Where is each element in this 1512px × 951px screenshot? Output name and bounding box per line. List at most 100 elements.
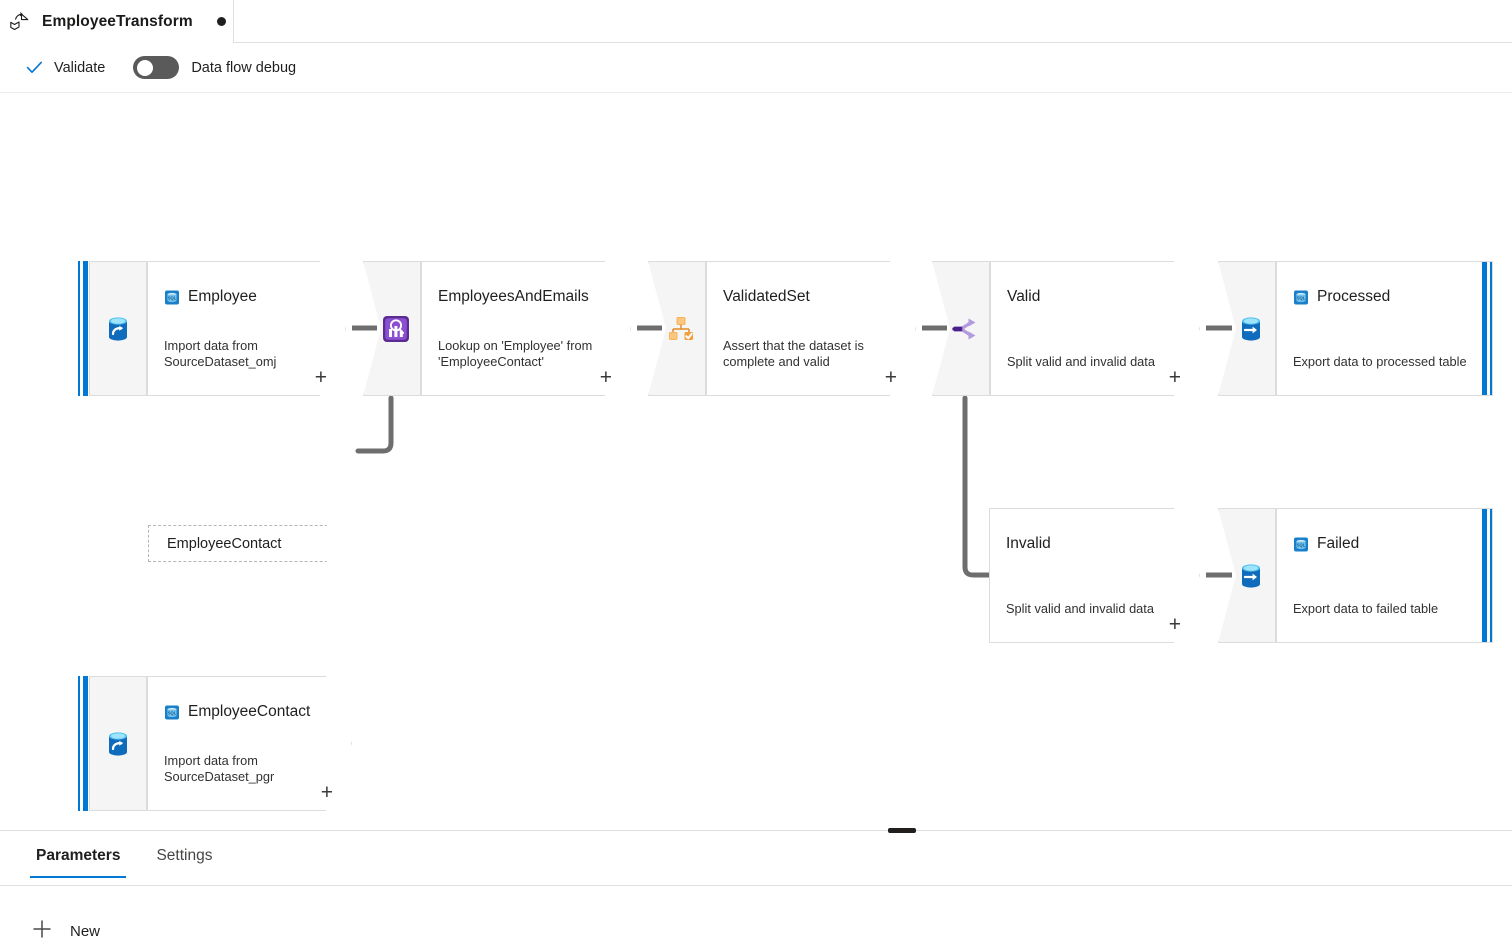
- sink-accent-bar: [1481, 262, 1492, 395]
- tab-parameters-label: Parameters: [36, 847, 121, 864]
- node-body: SQL Employee Import data from SourceData…: [147, 261, 346, 396]
- node-title-row: SQL Employee: [164, 288, 345, 306]
- add-transformation-button[interactable]: +: [1168, 613, 1181, 636]
- node-name: Invalid: [1006, 535, 1051, 552]
- source-accent-bar: [78, 676, 89, 811]
- data-flow-icon: [10, 11, 32, 33]
- node-name: Employee: [188, 288, 257, 305]
- node-failed-sink[interactable]: SQL Failed Export data to failed table: [1218, 508, 1493, 643]
- source-icon-panel: [89, 261, 147, 396]
- node-body: ValidatedSet Assert that the dataset is …: [706, 261, 916, 396]
- assert-icon: [666, 314, 696, 344]
- node-description: Lookup on 'Employee' from 'EmployeeConta…: [438, 338, 593, 369]
- sql-table-icon: SQL: [1293, 536, 1309, 553]
- command-bar: Validate Data flow debug: [0, 43, 1512, 93]
- svg-text:SQL: SQL: [168, 710, 177, 715]
- title-bar: EmployeeTransform: [0, 0, 1512, 43]
- panel-resize-handle[interactable]: [888, 828, 916, 833]
- transformation-icon-panel: [648, 261, 706, 396]
- sql-table-icon: SQL: [164, 704, 180, 721]
- data-flow-canvas[interactable]: SQL Employee Import data from SourceData…: [0, 93, 1512, 830]
- tab-strip-empty-area: [233, 0, 1512, 43]
- node-title-row: SQL EmployeeContact: [164, 703, 351, 721]
- sink-icon-panel: [1218, 508, 1276, 643]
- svg-text:SQL: SQL: [1297, 542, 1306, 547]
- node-description: Import data from SourceDataset_omj: [164, 338, 277, 369]
- node-validatedset-assert[interactable]: ValidatedSet Assert that the dataset is …: [648, 261, 916, 396]
- tab-strip: EmployeeTransform: [0, 0, 240, 43]
- node-name: Failed: [1317, 535, 1360, 552]
- node-employees-and-emails-lookup[interactable]: EmployeesAndEmails Lookup on 'Employee' …: [363, 261, 631, 396]
- transformation-icon-panel: [932, 261, 990, 396]
- database-export-icon: [1236, 314, 1266, 344]
- node-description: Export data to processed table: [1293, 353, 1467, 369]
- node-employee-source[interactable]: SQL Employee Import data from SourceData…: [78, 261, 346, 396]
- node-body: Invalid Split valid and invalid data +: [989, 508, 1200, 643]
- add-transformation-button[interactable]: +: [1168, 366, 1181, 389]
- dataflow-tab[interactable]: EmployeeTransform: [0, 0, 240, 43]
- validate-label: Validate: [54, 59, 106, 76]
- database-import-icon: [103, 729, 133, 759]
- tab-settings-label: Settings: [156, 847, 213, 864]
- node-title-row: Invalid: [1006, 535, 1199, 553]
- tab-settings[interactable]: Settings: [142, 841, 226, 878]
- node-description: Assert that the dataset is complete and …: [723, 338, 864, 369]
- add-transformation-button[interactable]: +: [884, 366, 897, 389]
- data-flow-debug-group: Data flow debug: [133, 56, 296, 79]
- node-description: Split valid and invalid data: [1006, 600, 1154, 616]
- source-icon-panel: [89, 676, 147, 811]
- node-description: Split valid and invalid data: [1007, 353, 1155, 369]
- node-employeecontact-source[interactable]: SQL EmployeeContact Import data from Sou…: [78, 676, 352, 811]
- node-title-row: SQL Failed: [1293, 535, 1492, 553]
- node-processed-sink[interactable]: SQL Processed Export data to processed t…: [1218, 261, 1493, 396]
- add-transformation-button[interactable]: +: [314, 366, 327, 389]
- node-name: Valid: [1007, 288, 1041, 305]
- node-name: EmployeesAndEmails: [438, 288, 589, 305]
- transformation-icon-panel: [363, 261, 421, 396]
- checkmark-icon: [26, 59, 43, 76]
- page-title: EmployeeTransform: [42, 12, 193, 30]
- source-accent-bar: [78, 261, 89, 396]
- node-title-row: SQL Processed: [1293, 288, 1492, 306]
- validate-button[interactable]: Validate: [16, 51, 115, 85]
- sql-table-icon: SQL: [1293, 289, 1309, 306]
- data-flow-debug-toggle[interactable]: [133, 56, 180, 79]
- node-employeecontact-placeholder[interactable]: EmployeeContact: [148, 525, 348, 562]
- node-invalid-split[interactable]: Invalid Split valid and invalid data +: [989, 508, 1200, 643]
- plus-icon: [30, 917, 54, 946]
- unsaved-changes-dot: [216, 17, 226, 26]
- database-import-icon: [103, 314, 133, 344]
- node-body: SQL Processed Export data to processed t…: [1276, 261, 1493, 396]
- node-title-row: ValidatedSet: [723, 288, 915, 306]
- placeholder-label: EmployeeContact: [167, 535, 282, 552]
- node-title-row: EmployeesAndEmails: [438, 288, 630, 306]
- node-description: Import data from SourceDataset_pgr: [164, 753, 275, 784]
- node-valid-split[interactable]: Valid Split valid and invalid data +: [932, 261, 1200, 396]
- node-body: SQL Failed Export data to failed table: [1276, 508, 1493, 643]
- data-flow-debug-label: Data flow debug: [191, 59, 297, 76]
- connector-edges: [352, 325, 1232, 578]
- bottom-panel: Parameters Settings New: [0, 828, 1512, 951]
- svg-text:SQL: SQL: [168, 295, 177, 300]
- node-body: Valid Split valid and invalid data +: [990, 261, 1200, 396]
- svg-text:SQL: SQL: [1297, 295, 1306, 300]
- lookup-icon: [381, 314, 411, 344]
- database-export-icon: [1236, 561, 1266, 591]
- node-body: SQL EmployeeContact Import data from Sou…: [147, 676, 352, 811]
- add-transformation-button[interactable]: +: [320, 781, 333, 804]
- node-name: Processed: [1317, 288, 1391, 305]
- new-parameter-label: New: [70, 923, 101, 940]
- tab-parameters[interactable]: Parameters: [22, 841, 134, 878]
- node-name: ValidatedSet: [723, 288, 810, 305]
- new-parameter-button[interactable]: New: [30, 917, 100, 946]
- node-title-row: Valid: [1007, 288, 1199, 306]
- sql-table-icon: SQL: [164, 289, 180, 306]
- node-body: EmployeesAndEmails Lookup on 'Employee' …: [421, 261, 631, 396]
- node-description: Export data to failed table: [1293, 600, 1439, 616]
- add-transformation-button[interactable]: +: [599, 366, 612, 389]
- sink-icon-panel: [1218, 261, 1276, 396]
- node-name: EmployeeContact: [188, 703, 311, 720]
- toggle-knob: [137, 59, 154, 76]
- panel-tab-list: Parameters Settings: [0, 841, 1512, 886]
- sink-accent-bar: [1481, 509, 1492, 642]
